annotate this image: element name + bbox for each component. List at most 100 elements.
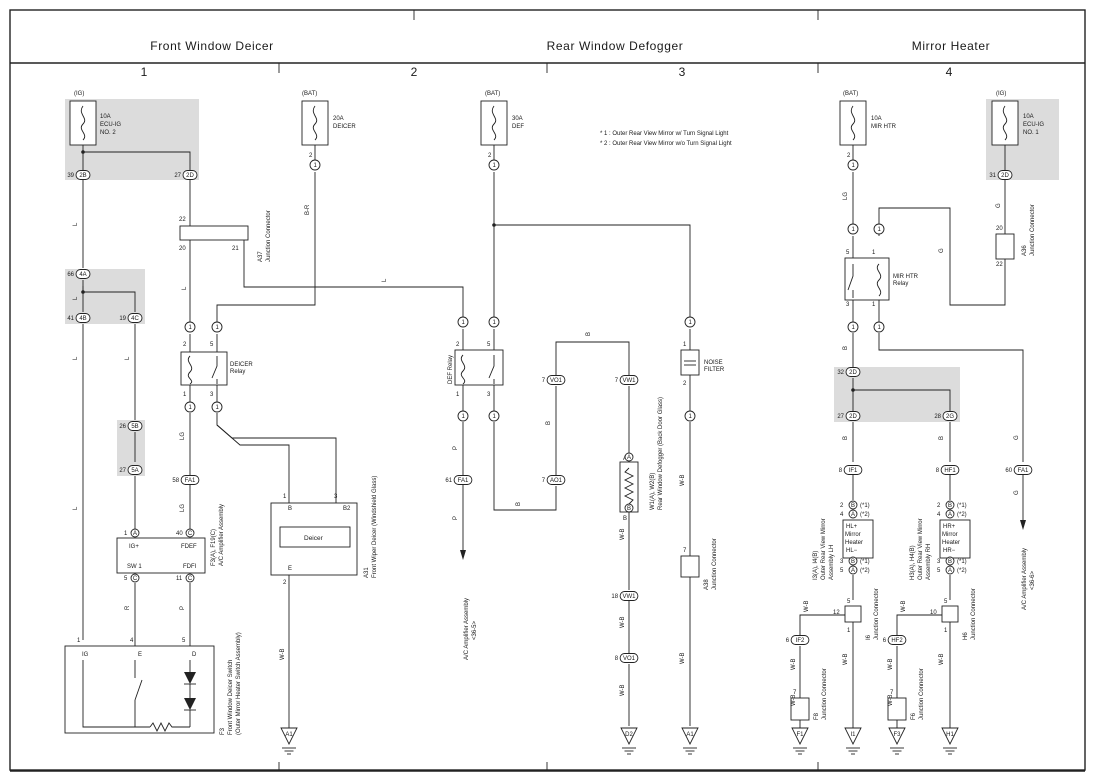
svg-text:D: D xyxy=(192,652,197,658)
svg-text:1: 1 xyxy=(283,494,287,500)
connector-pin-number: 58 xyxy=(172,478,179,484)
svg-text:5: 5 xyxy=(210,342,214,348)
svg-text:Outer Rear View Mirror: Outer Rear View Mirror xyxy=(821,518,827,580)
pin-number: 2 xyxy=(847,153,851,159)
pin-number: 1 xyxy=(462,414,466,420)
connector-code: IF1 xyxy=(849,468,858,474)
svg-text:I3(A), I4(B): I3(A), I4(B) xyxy=(813,551,819,580)
svg-text:Junction Connector: Junction Connector xyxy=(822,668,828,720)
svg-text:ECU-IG: ECU-IG xyxy=(100,122,121,128)
ground-symbol: I1 xyxy=(844,727,862,755)
svg-text:A/C Amplifier Assembly: A/C Amplifier Assembly xyxy=(1022,548,1028,610)
svg-text:(*1): (*1) xyxy=(860,559,870,565)
svg-text:1: 1 xyxy=(456,392,460,398)
wire-color-label: W-B xyxy=(888,694,894,706)
svg-text:(IG): (IG) xyxy=(74,91,84,97)
svg-text:2: 2 xyxy=(937,503,941,509)
pin-terminal: 1 xyxy=(684,316,696,328)
svg-text:(*2): (*2) xyxy=(860,512,870,518)
pin-letter: A xyxy=(130,528,140,538)
svg-text:(BAT): (BAT) xyxy=(485,91,500,97)
svg-text:A/C Amplifier Assembly: A/C Amplifier Assembly xyxy=(464,598,470,660)
wire-color-label: B xyxy=(586,332,592,336)
svg-text:30A: 30A xyxy=(512,116,523,122)
svg-text:IG+: IG+ xyxy=(129,544,139,550)
pin-number: 2 xyxy=(488,153,492,159)
wire-color-label: L xyxy=(73,296,79,300)
svg-text:HR+: HR+ xyxy=(943,524,956,530)
pin-number: 1 xyxy=(216,405,220,411)
section-title-front-deicer: Front Window Deicer xyxy=(150,39,273,53)
connector-code: 2D xyxy=(849,414,857,420)
svg-text:40: 40 xyxy=(176,531,183,537)
ground-symbol: F1 xyxy=(791,727,809,755)
pin-terminal: 1 xyxy=(684,410,696,422)
svg-text:B: B xyxy=(288,506,292,512)
svg-text:7: 7 xyxy=(890,690,894,696)
connector-code: FA1 xyxy=(1018,468,1029,474)
svg-text:1: 1 xyxy=(872,302,876,308)
svg-text:F8: F8 xyxy=(814,712,820,720)
svg-text:A/C Amplifier Assembly: A/C Amplifier Assembly xyxy=(219,504,225,566)
connector-code: HF1 xyxy=(944,468,956,474)
ground-symbol: A1 xyxy=(681,727,699,755)
pin-number: 1 xyxy=(689,320,693,326)
svg-text:22: 22 xyxy=(179,217,186,223)
svg-text:IG: IG xyxy=(82,652,89,658)
pin-letter: A xyxy=(624,452,634,462)
svg-text:21: 21 xyxy=(232,246,239,252)
wire-color-label: L xyxy=(182,286,188,290)
svg-text:3: 3 xyxy=(334,494,338,500)
pin-terminal: 1 xyxy=(309,159,321,171)
wire-color-label: LG xyxy=(843,192,849,200)
svg-text:Deicer: Deicer xyxy=(304,535,324,542)
connector-code: 2D xyxy=(186,173,194,179)
wire-color-label: L xyxy=(382,278,388,282)
pin-number: 1 xyxy=(216,325,220,331)
svg-text:Junction Connector: Junction Connector xyxy=(971,588,977,640)
pin-letter: C xyxy=(185,573,195,583)
svg-text:5: 5 xyxy=(944,599,948,605)
pin-terminal: 1 xyxy=(488,410,500,422)
connector-pin-number: 7 xyxy=(615,378,619,384)
svg-text:(Outer Mirror Heater Switch As: (Outer Mirror Heater Switch Assembly) xyxy=(236,632,242,735)
svg-text:E: E xyxy=(138,652,142,658)
svg-text:HR−: HR− xyxy=(943,548,956,554)
svg-text:E: E xyxy=(288,566,292,572)
pin-number: 1 xyxy=(852,163,856,169)
wire-color-label: P xyxy=(180,606,186,610)
frame xyxy=(9,9,1086,772)
wire-color-label: P xyxy=(453,516,459,520)
svg-text:B: B xyxy=(948,503,952,509)
svg-text:A38: A38 xyxy=(704,579,710,590)
pin-number: 1 xyxy=(878,227,882,233)
svg-text:2: 2 xyxy=(283,580,287,586)
svg-text:B2: B2 xyxy=(343,506,351,512)
svg-text:Junction Connector: Junction Connector xyxy=(919,668,925,720)
connector-pin-number: 7 xyxy=(542,378,546,384)
wire-color-label: W-B xyxy=(620,684,626,696)
svg-text:F3: F3 xyxy=(220,727,226,735)
svg-text:(*1): (*1) xyxy=(957,503,967,509)
svg-text:4: 4 xyxy=(130,638,134,644)
svg-text:1: 1 xyxy=(847,628,851,634)
connector-code: IF2 xyxy=(796,638,805,644)
pin-terminal: 1 xyxy=(184,401,196,413)
wire-color-label: B xyxy=(516,502,522,506)
connector-pin-number: 27 xyxy=(174,173,181,179)
pin-terminal: 1 xyxy=(457,316,469,328)
svg-text:2: 2 xyxy=(183,342,187,348)
pin-number: 1 xyxy=(493,414,497,420)
svg-text:Junction Connector: Junction Connector xyxy=(266,210,272,262)
connector-pin-number: 32 xyxy=(837,370,844,376)
